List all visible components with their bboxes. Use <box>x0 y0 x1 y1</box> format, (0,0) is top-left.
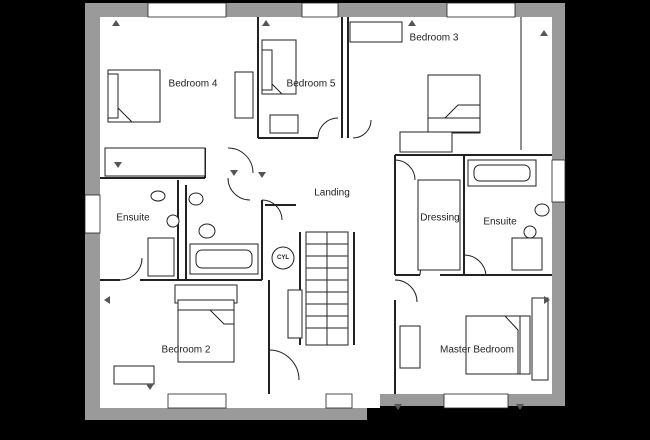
room-label-landing: Landing <box>314 187 350 199</box>
room-label-ensuite-master: Ensuite <box>483 216 517 228</box>
room-label-ensuite: Ensuite <box>116 212 150 224</box>
staircase <box>305 231 349 346</box>
cylinder-label: CYL <box>277 255 289 261</box>
room-label-bedroom-2: Bedroom 2 <box>161 344 211 356</box>
furniture <box>104 17 550 385</box>
windows <box>84 2 566 409</box>
room-label-bedroom-4: Bedroom 4 <box>168 78 218 90</box>
fixture-markers <box>104 20 550 410</box>
room-label-dressing: Dressing <box>420 212 460 224</box>
room-label-bedroom-5: Bedroom 5 <box>286 78 336 90</box>
room-label-master-bedroom: Master Bedroom <box>440 344 514 356</box>
room-label-bedroom-3: Bedroom 3 <box>409 32 459 44</box>
